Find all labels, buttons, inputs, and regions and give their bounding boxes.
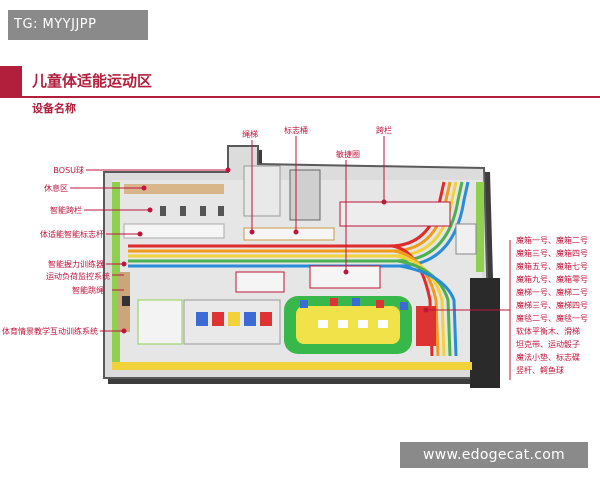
label-marker-cone: 标志桶 <box>284 125 308 135</box>
label-right-8: 坦克带、运动骰子 <box>516 339 580 349</box>
left-wall-strip <box>112 182 120 370</box>
label-hurdle: 跨栏 <box>376 125 392 135</box>
rest-area-bench <box>124 184 224 194</box>
label-bosu: BOSU球 <box>53 165 84 175</box>
left-pointers <box>70 167 231 334</box>
label-smart-rope: 智能跳绳 <box>72 285 104 295</box>
label-marker-pole: 体适能智能标志杆 <box>40 229 104 239</box>
label-right-6: 魔毯二号、魔毯一号 <box>516 313 588 323</box>
right-wall-strip <box>476 182 484 272</box>
label-agility-hoop: 敏捷圈 <box>336 149 360 159</box>
hurdle-zone <box>339 201 451 227</box>
center-box <box>235 271 285 293</box>
monitor-device <box>122 296 130 306</box>
agility-hoop-row <box>243 227 335 241</box>
header-divider <box>0 96 600 98</box>
smart-hurdles <box>160 206 224 216</box>
right-pointer <box>423 240 511 380</box>
label-right-0: 魔箱一号、魔箱二号 <box>516 235 588 245</box>
dark-corner-block <box>470 278 500 388</box>
label-right-2: 魔箱五号、魔箱七号 <box>516 261 588 271</box>
page-title: 儿童体适能运动区 <box>32 72 153 90</box>
center-box-right <box>309 265 381 289</box>
magic-box-items <box>300 298 408 328</box>
label-grip-trainer: 智能握力训练器 <box>48 259 104 269</box>
label-rest-area: 休息区 <box>44 183 68 193</box>
label-rope-ladder: 绳梯 <box>242 129 258 139</box>
label-interactive-system: 体育情景教学互动训练系统 <box>2 326 98 336</box>
label-right-4: 魔梯一号、魔梯二号 <box>516 287 588 297</box>
label-smart-hurdle: 智能跨栏 <box>50 205 82 215</box>
side-cabinet <box>455 223 477 255</box>
cone-zone <box>289 169 321 221</box>
label-load-monitor: 运动负荷监控系统 <box>46 271 110 281</box>
header-accent-bar <box>0 66 22 96</box>
watermark-top: TG: MYYJJPP <box>8 10 148 40</box>
label-right-5: 魔梯三号、魔梯四号 <box>516 300 588 310</box>
running-track <box>128 181 470 357</box>
interactive-training-area <box>137 299 183 345</box>
label-right-9: 魔法小垫、标志碟 <box>516 352 580 362</box>
watermark-bottom: www.edogecat.com <box>400 442 588 468</box>
tank-belt <box>416 306 436 346</box>
top-pointers <box>249 136 387 275</box>
rope-ladder-zone <box>243 165 281 217</box>
label-right-3: 魔箱九号、魔箱零号 <box>516 274 588 284</box>
page-subtitle: 设备名称 <box>32 102 76 115</box>
bottom-wall-strip <box>112 362 472 370</box>
label-right-7: 软体平衡木、滑梯 <box>516 326 580 336</box>
label-right-10: 竖杆、鳄鱼球 <box>516 365 564 375</box>
marker-pole-row <box>123 223 225 239</box>
label-right-1: 魔箱三号、魔箱四号 <box>516 248 588 258</box>
